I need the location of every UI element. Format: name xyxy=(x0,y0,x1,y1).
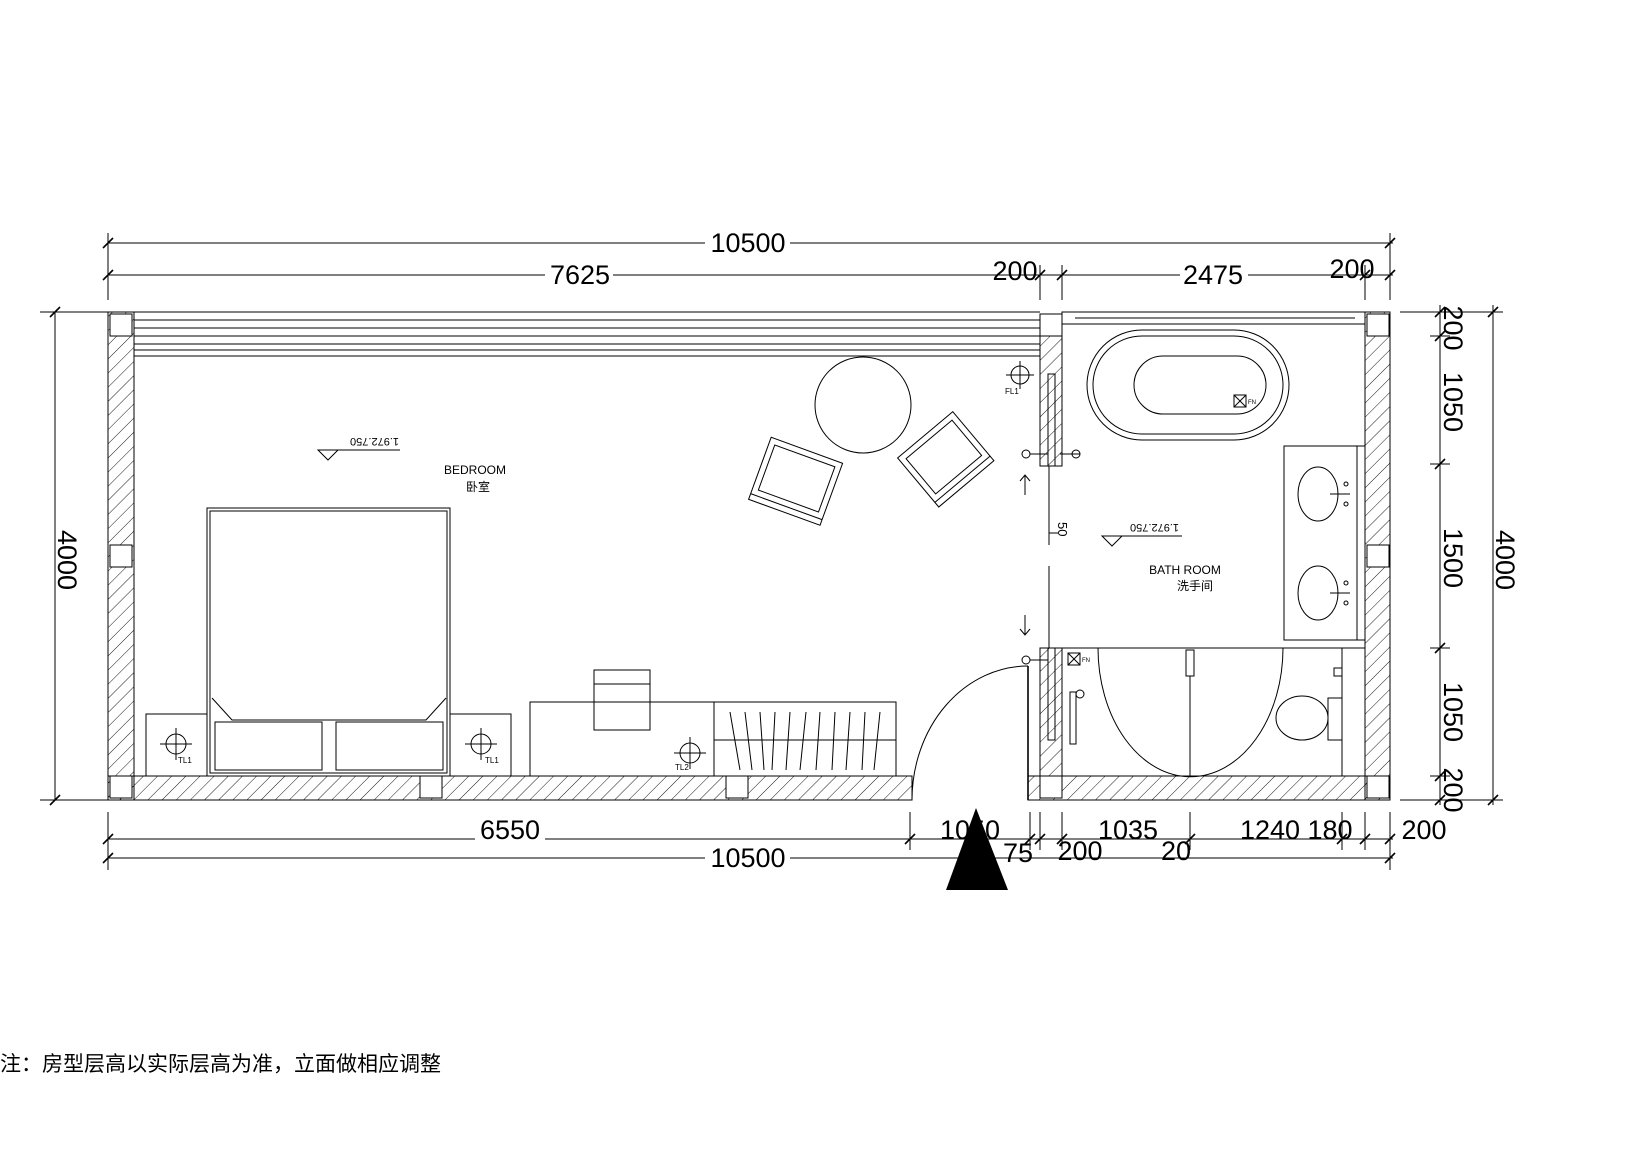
dim-top-bath: 2475 xyxy=(1183,260,1243,290)
entry-door xyxy=(911,665,1029,801)
bed xyxy=(206,507,451,777)
fn-tub-label: FN xyxy=(1248,400,1256,406)
bath-level-label: 1.972.750 xyxy=(1130,521,1179,533)
top-dimension-lines xyxy=(102,228,1396,300)
desk-chair xyxy=(593,669,651,731)
floor-light-icon xyxy=(1006,361,1034,389)
lamp-left-icon xyxy=(160,728,192,760)
fl1-label: FL1 xyxy=(1005,387,1019,396)
window-curtain xyxy=(134,311,1040,357)
bathtub xyxy=(1086,329,1290,441)
dim-bottom-200a: 200 xyxy=(1057,836,1102,866)
right-dimension-lines xyxy=(1400,305,1503,806)
structural-columns xyxy=(109,313,1390,799)
walls xyxy=(107,311,1391,801)
vanity xyxy=(1283,445,1366,641)
lamp-desk-icon xyxy=(674,737,706,769)
toilet xyxy=(1275,667,1343,741)
drawing-note: 注：房型层高以实际层高为准，立面做相应调整 xyxy=(0,1052,441,1076)
shower-area xyxy=(1062,647,1365,778)
dim-top-wall-right: 200 xyxy=(1329,254,1374,284)
bathroom-label-en: BATH ROOM xyxy=(1149,563,1221,577)
dim-right-200-top: 200 xyxy=(1438,305,1468,350)
dim-left-height: 4000 xyxy=(52,530,82,590)
dim-bottom-bedroom: 6550 xyxy=(480,815,540,845)
lamp-right-icon xyxy=(465,728,497,760)
dim-right-height: 4000 xyxy=(1490,530,1520,590)
dim-right-1050-top: 1050 xyxy=(1438,372,1468,432)
wardrobe xyxy=(713,701,897,777)
armchair-right xyxy=(896,410,995,508)
dim-bottom-1240: 1240 xyxy=(1240,815,1300,845)
dim-bottom-20: 20 xyxy=(1161,836,1191,866)
bedroom-level-marker xyxy=(316,449,400,461)
bedroom-level-label: 1.972.750 xyxy=(350,435,399,447)
bottom-dimension-lines xyxy=(102,812,1396,870)
tl1-right-label: TL1 xyxy=(485,756,499,765)
dim-bottom-total: 10500 xyxy=(710,843,785,873)
dim-bottom-1035: 1035 xyxy=(1098,815,1158,845)
nightstand-right xyxy=(449,713,512,777)
round-table xyxy=(814,356,912,454)
entrance-marker-icon xyxy=(946,808,1008,890)
dim-top-total: 10500 xyxy=(710,228,785,258)
tl2-label: TL2 xyxy=(675,763,689,772)
dim-bottom-180: 180 xyxy=(1307,815,1352,845)
dim-bottom-75: 75 xyxy=(1003,838,1033,868)
dim-partition-50: 50 xyxy=(1055,522,1070,536)
bath-level-marker xyxy=(1100,535,1182,547)
nightstand-left xyxy=(145,713,208,777)
left-dimension-line xyxy=(40,306,108,806)
fn-shower-label: FN xyxy=(1082,658,1090,664)
dim-right-200-bottom: 200 xyxy=(1438,767,1468,812)
tl1-left-label: TL1 xyxy=(178,756,192,765)
bath-sliding-door xyxy=(1019,373,1081,741)
bathroom-label-cn: 洗手间 xyxy=(1177,579,1213,593)
dim-bottom-200b: 200 xyxy=(1401,815,1446,845)
dim-top-bedroom: 7625 xyxy=(550,260,610,290)
bedroom-label-cn: 卧室 xyxy=(466,479,490,494)
dim-right-1050-bottom: 1050 xyxy=(1438,682,1468,742)
armchair-left xyxy=(747,436,844,526)
dim-top-wall-mid: 200 xyxy=(992,256,1037,286)
dim-right-1500: 1500 xyxy=(1438,528,1468,588)
bedroom-label-en: BEDROOM xyxy=(444,463,506,477)
